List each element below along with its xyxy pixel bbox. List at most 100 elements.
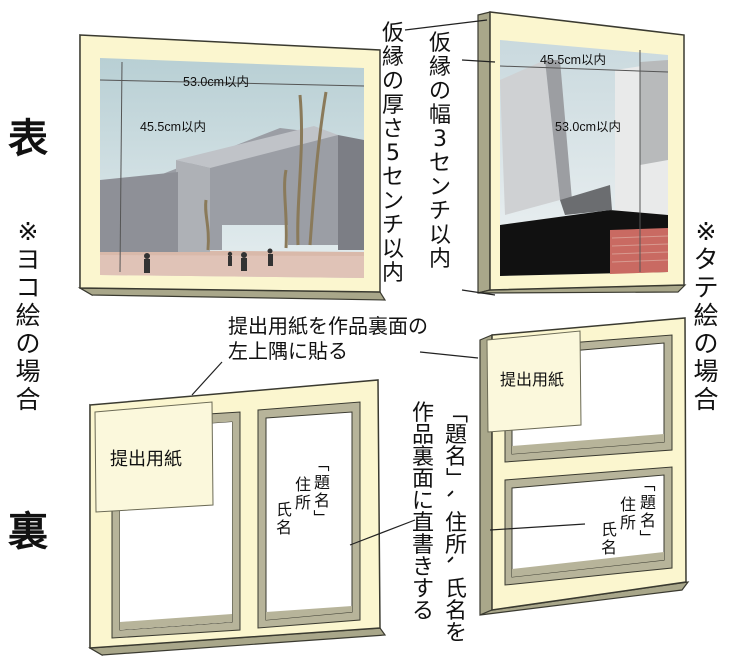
landscape-picture xyxy=(100,58,364,278)
vertical-char: 「 xyxy=(638,476,657,492)
vertical-char: 書 xyxy=(412,533,434,558)
vertical-char: チ xyxy=(429,199,451,224)
vertical-char: 題 xyxy=(640,493,656,512)
vertical-char: コ xyxy=(15,273,40,302)
vertical-char: 住 xyxy=(445,511,467,536)
vertical-char: の xyxy=(693,329,718,358)
vertical-char: の xyxy=(382,69,404,94)
vertical-char: タ xyxy=(693,245,718,274)
direct-write-leader-right xyxy=(489,523,586,531)
vertical-char: 」 xyxy=(312,510,331,526)
direct-write-leader-left xyxy=(349,519,416,546)
landscape-back-labels: 「題名」 住所 氏名 xyxy=(276,456,331,537)
vertical-char: 面 xyxy=(412,467,434,492)
vertical-char: 名 xyxy=(445,599,467,624)
vertical-char: ン xyxy=(429,175,451,200)
vertical-char: 名 xyxy=(314,491,330,510)
vertical-char: 、 xyxy=(442,555,467,577)
portrait-width-label: 45.5cm以内 xyxy=(540,53,606,67)
paper-note-line1: 提出用紙を作品裏面の xyxy=(228,314,428,338)
portrait-paper-sheet xyxy=(486,330,582,433)
vertical-char: き xyxy=(412,555,434,580)
landscape-width-label: 53.0cm以内 xyxy=(183,75,249,89)
vertical-char: セ xyxy=(382,165,404,190)
vertical-char: 内 xyxy=(429,247,451,272)
paper-leader-right xyxy=(419,351,479,359)
width-leader-top xyxy=(461,59,496,63)
vertical-char: ヨ xyxy=(15,245,40,274)
vertical-char: 絵 xyxy=(15,301,40,330)
front-portrait-frame xyxy=(477,11,687,294)
vertical-char: テ xyxy=(693,273,718,302)
vertical-char: に xyxy=(412,489,434,514)
vertical-char: 場 xyxy=(15,357,40,386)
vertical-char: 以 xyxy=(429,223,451,248)
landscape-name-label: 氏名 xyxy=(276,500,292,537)
vertical-char: 縁 xyxy=(382,45,404,70)
vertical-char: 題 xyxy=(445,423,467,448)
vertical-char: 「 xyxy=(312,456,331,472)
vertical-char: 絵 xyxy=(693,301,718,330)
back-landscape-frame xyxy=(88,379,387,657)
vertical-char: 厚 xyxy=(382,93,404,118)
vertical-char: 名 xyxy=(601,538,617,557)
vertical-char: 5 xyxy=(386,141,400,166)
vertical-char: 内 xyxy=(382,261,404,286)
vertical-char: 名 xyxy=(445,445,467,470)
vertical-char: 仮 xyxy=(429,31,451,56)
vertical-char: る xyxy=(412,599,434,624)
vertical-char: 合 xyxy=(693,385,718,414)
portrait-back-labels: 「題名」 住所 氏名 xyxy=(601,476,657,557)
landscape-title-label: 「題名」 xyxy=(312,456,331,526)
direct-write-note-col1: 「題名」、住所、氏名を xyxy=(442,401,467,646)
vertical-char: 縁 xyxy=(429,55,451,80)
vertical-char: 、 xyxy=(442,489,467,511)
landscape-address-label: 住所 xyxy=(295,475,311,512)
width-leader-bottom xyxy=(461,289,496,296)
vertical-char: 所 xyxy=(295,493,311,512)
portrait-address-label: 住所 xyxy=(620,495,636,532)
portrait-picture xyxy=(500,40,669,276)
vertical-char: 以 xyxy=(382,237,404,262)
vertical-char: チ xyxy=(382,213,404,238)
vertical-char: す xyxy=(412,577,434,602)
portrait-name-label: 氏名 xyxy=(601,520,617,557)
vertical-char: 幅 xyxy=(429,103,451,128)
vertical-char: さ xyxy=(382,117,404,142)
front-landscape-frame xyxy=(77,33,387,301)
vertical-char: 氏 xyxy=(276,500,292,519)
vertical-char: 場 xyxy=(693,357,718,386)
vertical-char: 品 xyxy=(412,423,434,448)
vertical-char: 「 xyxy=(442,401,467,423)
vertical-char: 名 xyxy=(640,511,656,530)
vertical-char: 氏 xyxy=(601,520,617,539)
vertical-char: の xyxy=(429,79,451,104)
back-portrait-frame xyxy=(479,317,690,616)
vertical-char: 題 xyxy=(314,473,330,492)
vertical-char: を xyxy=(445,621,467,646)
thickness-leader xyxy=(404,19,488,31)
vertical-char: 」 xyxy=(638,530,657,546)
vertical-char: 作 xyxy=(412,401,434,426)
vertical-char: 裏 xyxy=(412,445,434,470)
vertical-char: 氏 xyxy=(445,577,467,602)
portrait-paper-label: 提出用紙 xyxy=(500,370,564,389)
vertical-char: 所 xyxy=(620,513,636,532)
paper-leader-left xyxy=(191,361,223,396)
landscape-paper-label: 提出用紙 xyxy=(110,449,182,470)
vertical-char: 仮 xyxy=(382,21,404,46)
vertical-char: の xyxy=(15,329,40,358)
back-label: 裏 xyxy=(8,509,48,555)
landscape-height-label: 45.5cm以内 xyxy=(140,120,206,134)
vertical-char: 合 xyxy=(15,385,40,414)
vertical-char: 名 xyxy=(276,518,292,537)
vertical-char: 住 xyxy=(295,475,311,494)
front-label: 表 xyxy=(8,116,48,162)
vertical-char: ※ xyxy=(18,217,39,246)
